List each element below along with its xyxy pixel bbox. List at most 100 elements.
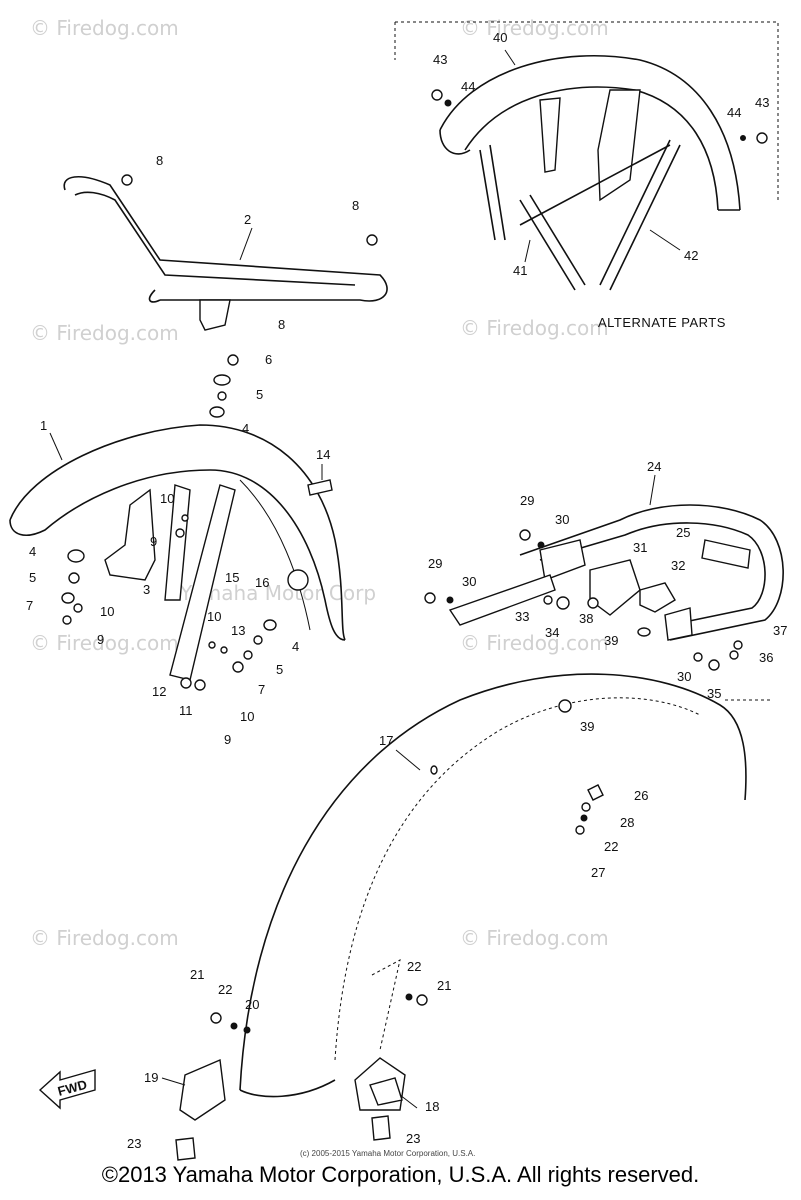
rear-bar-24-outer [519,504,784,641]
cap-23-left [175,1137,196,1161]
callout-8-top: 8 [156,153,163,168]
front-fender-lower-edge [9,469,211,536]
washer-22-left [230,1022,238,1030]
callout-9-low: 9 [224,732,231,747]
callout-8-center: 8 [278,317,285,332]
callout-14: 14 [316,447,330,462]
callout-17: 17 [379,733,393,748]
washer-5-low [253,635,263,645]
bolt-29-top [519,529,531,541]
callout-9-upper: 9 [150,534,157,549]
bracket-19 [179,1058,226,1121]
watermark: © Firedog.com [460,631,609,655]
bolt-29-left [424,592,436,604]
callout-40: 40 [493,30,507,45]
leader-17 [395,749,421,771]
alternate-parts-group: ALTERNATE PARTS [394,21,779,330]
rear-fender-outer [239,673,747,1091]
nut-27 [575,825,585,835]
washer-6 [213,374,231,386]
alt-stay-41-b [489,144,506,241]
alt-fender-outer [439,54,741,211]
callout-24: 24 [647,459,661,474]
alt-fender-inner [464,86,719,211]
copyright-notice: ©2013 Yamaha Motor Corporation, U.S.A. A… [101,1162,700,1187]
washer-30-left [446,596,454,604]
leader-42 [649,229,681,251]
callout-12: 12 [152,684,166,699]
washer-44-right [740,135,746,141]
front-fender-inner [209,469,346,641]
washer-5-left [68,572,80,584]
washer-38 [587,597,599,609]
callout-4-left: 4 [29,544,36,559]
alt-bracket-left [539,97,561,173]
callout-37: 37 [773,623,787,638]
small-copyright: (c) 2005-2015 Yamaha Motor Corporation, … [300,1149,475,1158]
leader-18 [399,1094,418,1109]
bracket-right [664,607,693,641]
callout-36: 36 [759,650,773,665]
fwd-label: FWD [56,1077,88,1099]
callout-21-right: 21 [437,978,451,993]
cap-23-right [371,1115,391,1141]
washer-7-low [243,650,253,660]
alt-stay-42-b [609,144,681,291]
leader-24 [649,474,656,506]
alternate-parts-border [395,21,779,200]
watermark: © Firedog.com [30,16,179,40]
stay-15 [164,484,191,601]
washer-10-left [73,603,83,613]
fwd-arrow-shape [38,1069,96,1110]
alt-stay-41-c [519,199,576,291]
callout-3: 3 [143,582,150,597]
alt-stay-41-a [479,149,496,241]
cap-39-fender [558,699,572,713]
washer-22-right [405,993,413,1001]
callout-33: 33 [515,609,529,624]
damper-4-left [67,549,85,563]
callout-20: 20 [245,997,259,1012]
leader-41 [524,239,531,263]
callout-18: 18 [425,1099,439,1114]
callout-5-low: 5 [276,662,283,677]
watermark: © Firedog.com [460,316,609,340]
callout-10-left: 10 [100,604,114,619]
bracket-plate-left [448,574,556,626]
washer-10-upper [181,514,189,522]
stay-2-inner [74,191,356,286]
damper-34 [556,596,570,610]
callout-1: 1 [40,418,47,433]
callout-22-right: 22 [407,959,421,974]
callout-11: 11 [179,703,193,718]
callout-34: 34 [545,625,559,640]
nut-9-left [62,615,72,625]
callout-10-low: 10 [240,709,254,724]
callout-39-lower: 39 [580,719,594,734]
callout-27: 27 [591,865,605,880]
callout-43-left: 43 [433,52,447,67]
callout-30-left: 30 [462,574,476,589]
bolt-35 [708,659,720,671]
bracket-14 [307,479,333,496]
stay-2-bend [148,289,161,303]
bracket-31 [589,559,641,616]
callout-38: 38 [579,611,593,626]
alt-fender-tip [439,129,471,155]
callout-29-top: 29 [520,493,534,508]
nut-9-low [232,661,244,673]
callout-23-left: 23 [127,1136,141,1151]
callout-31: 31 [633,540,647,555]
rear-bar-group [424,504,784,701]
bolt-43-right [756,132,768,144]
washer-28 [581,802,591,812]
stay-2-tab [199,299,231,331]
bracket-31-a [539,539,586,581]
rear-fender-bottom [239,1079,336,1098]
front-fender-group [9,424,346,691]
damper-4 [209,406,225,418]
rear-fender-group [175,673,747,1161]
front-fender-emblem [287,569,309,591]
callout-29-left: 29 [428,556,442,571]
